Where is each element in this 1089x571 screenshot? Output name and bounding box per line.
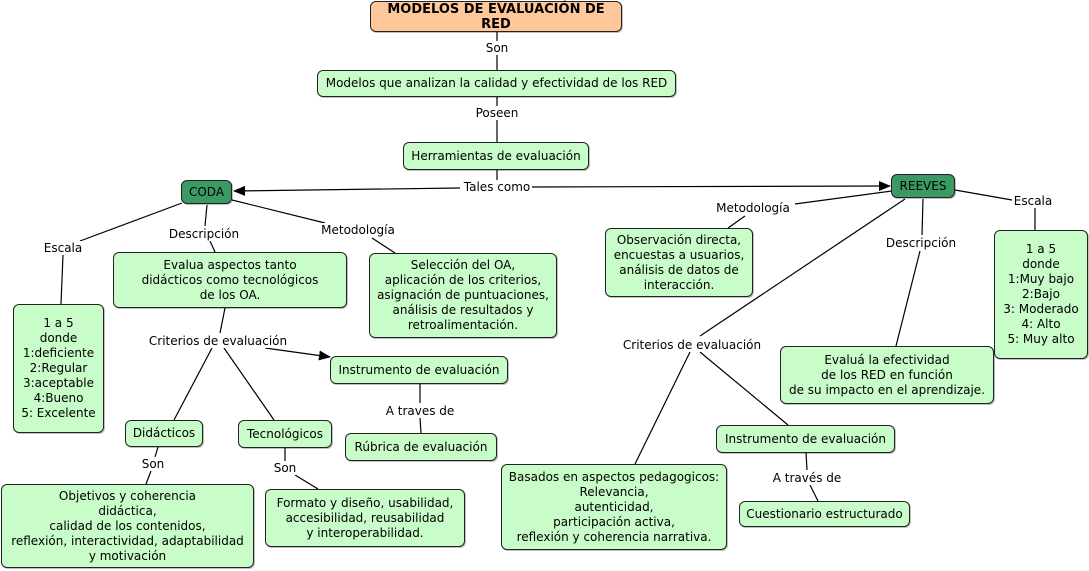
link-label-coda-a-traves: A traves de <box>384 404 456 418</box>
link-tales-coda <box>233 185 461 196</box>
link-criterios-tecnologicos <box>223 347 275 421</box>
link-criterios-instrumento <box>264 347 331 361</box>
link-tales-reeves <box>531 181 891 192</box>
link-descripcion-criterios <box>219 307 226 334</box>
link-metodologia-reeves-box <box>727 215 746 229</box>
didacticos-box[interactable]: Didácticos <box>125 420 203 447</box>
link-atraves-rubrica <box>419 417 422 434</box>
link-descripcion-box <box>209 240 216 253</box>
link-label-reeves-metodologia: Metodología <box>715 201 791 215</box>
coda-descripcion-box[interactable]: Evalua aspectos tanto didácticos como te… <box>113 252 347 308</box>
link-label-coda-escala: Escala <box>42 241 84 255</box>
link-coda-descripcion <box>204 204 208 227</box>
link-criterios-basados <box>634 351 691 465</box>
coda-escala-box[interactable]: 1 a 5 donde 1:deficiente 2:Regular 3:ace… <box>13 304 104 433</box>
link-label-reeves-descripcion: Descripción <box>884 236 958 250</box>
reeves-descripcion-box[interactable]: Evaluá la efectividad de los RED en func… <box>780 346 994 404</box>
reeves-metodologia-box[interactable]: Observación directa, encuestas a usuario… <box>605 228 753 297</box>
tecnologicos-detalle-box[interactable]: Formato y diseño, usabilidad, accesibili… <box>265 489 465 547</box>
link-reeves-metodologia <box>794 190 893 205</box>
link-reeves-escala <box>954 189 1013 201</box>
link-label-coda-metodologia: Metodología <box>320 223 396 237</box>
link-label-didacticos-son: Son <box>140 457 166 471</box>
link-label-reeves-escala: Escala <box>1012 194 1054 208</box>
reeves-escala-box[interactable]: 1 a 5 donde 1:Muy bajo 2:Bajo 3: Moderad… <box>994 230 1088 359</box>
reeves-criterios-box[interactable]: Basados en aspectos pedagogicos: Relevan… <box>501 464 727 550</box>
root-concept[interactable]: MODELOS DE EVALUACIÓN DE RED <box>370 1 622 32</box>
coda-metodologia-box[interactable]: Selección del OA, aplicación de los crit… <box>369 253 557 338</box>
link-label-son: Son <box>484 41 510 55</box>
link-criterios-instrumento-reeves <box>699 351 789 426</box>
link-didacticos-son <box>154 446 159 458</box>
link-reeves-criterios <box>699 198 906 337</box>
link-label-poseen: Poseen <box>474 106 520 120</box>
link-label-coda-descripcion: Descripción <box>167 227 241 241</box>
link-instrumento-atraves-reeves <box>805 451 808 471</box>
link-son-didacticos-box <box>145 470 152 485</box>
link-metodologia-box <box>371 237 396 254</box>
link-label-tecnologicos-son: Son <box>272 461 298 475</box>
reeves-instrumento-box[interactable]: Instrumento de evaluación <box>716 425 895 453</box>
model-coda[interactable]: CODA <box>181 180 232 204</box>
reeves-cuestionario-box[interactable]: Cuestionario estructurado <box>739 501 910 527</box>
concept-modelos[interactable]: Modelos que analizan la calidad y efecti… <box>317 70 676 97</box>
concept-herramientas[interactable]: Herramientas de evaluación <box>403 142 589 170</box>
link-label-reeves-a-traves: A través de <box>771 471 843 485</box>
link-label-coda-criterios: Criterios de evaluación <box>147 334 289 348</box>
tecnologicos-box[interactable]: Tecnológicos <box>238 420 332 448</box>
coda-rubrica-box[interactable]: Rúbrica de evaluación <box>345 433 497 461</box>
link-coda-metodologia <box>231 199 326 224</box>
link-atraves-cuestionario <box>809 484 819 502</box>
didacticos-detalle-box[interactable]: Objetivos y coherencia didáctica, calida… <box>1 484 254 568</box>
coda-instrumento-box[interactable]: Instrumento de evaluación <box>330 356 508 384</box>
link-label-reeves-criterios: Criterios de evaluación <box>621 338 763 352</box>
link-criterios-didacticos <box>173 347 213 421</box>
model-reeves[interactable]: REEVES <box>891 174 955 198</box>
link-son-tecnologicos-box <box>294 474 319 490</box>
link-coda-escala <box>79 202 183 242</box>
link-label-tales-como: Tales como <box>462 180 532 194</box>
link-escala-box <box>60 254 64 305</box>
link-descripcion-reeves-box <box>895 250 921 347</box>
link-reeves-descripcion <box>921 198 924 236</box>
